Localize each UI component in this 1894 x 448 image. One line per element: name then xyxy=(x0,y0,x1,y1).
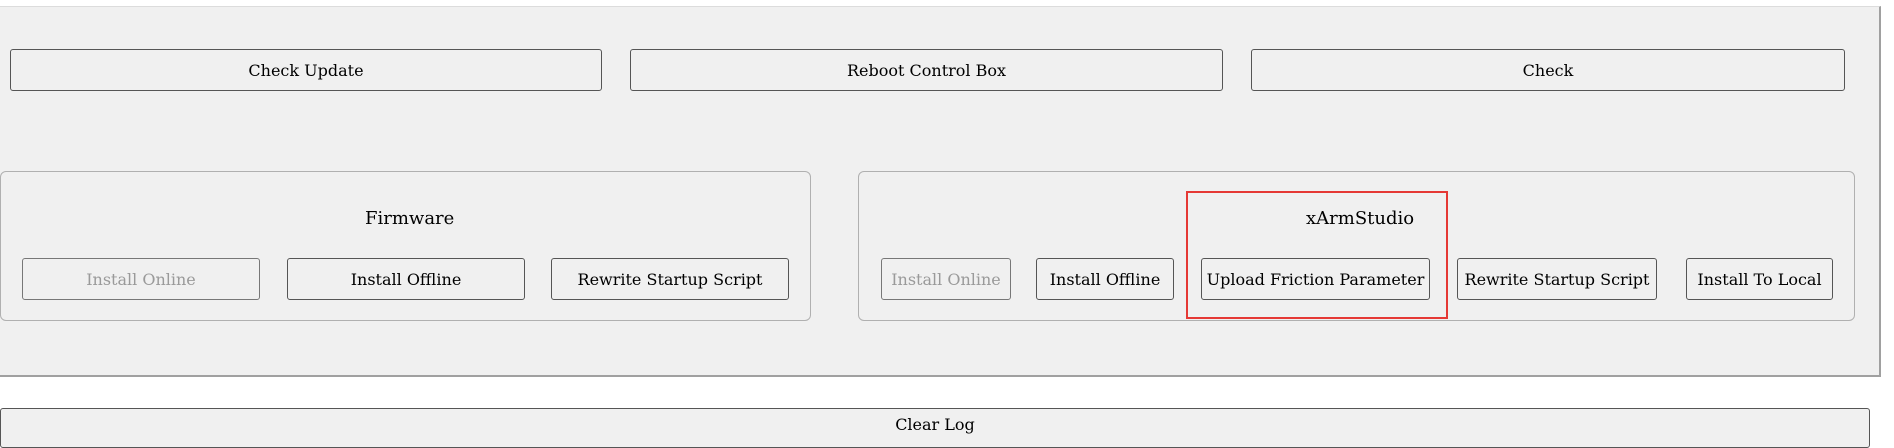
xarmstudio-group: xArmStudio Install Online Install Offlin… xyxy=(858,171,1855,321)
reboot-control-box-button[interactable]: Reboot Control Box xyxy=(630,49,1223,91)
check-update-button[interactable]: Check Update xyxy=(10,49,602,91)
firmware-title: Firmware xyxy=(365,208,455,229)
xarmstudio-install-offline-button[interactable]: Install Offline xyxy=(1036,258,1174,300)
upload-friction-parameter-button[interactable]: Upload Friction Parameter xyxy=(1201,258,1430,300)
firmware-install-offline-button[interactable]: Install Offline xyxy=(287,258,525,300)
update-panel: Check Update Reboot Control Box Check Fi… xyxy=(0,6,1881,377)
highlight-box xyxy=(1186,191,1448,319)
firmware-group: Firmware Install Online Install Offline … xyxy=(0,171,811,321)
clear-log-label: Clear Log xyxy=(895,415,975,434)
clear-log-button[interactable]: Clear Log xyxy=(0,408,1870,448)
xarmstudio-install-online-button[interactable]: Install Online xyxy=(881,258,1011,300)
check-button[interactable]: Check xyxy=(1251,49,1845,91)
firmware-rewrite-startup-script-button[interactable]: Rewrite Startup Script xyxy=(551,258,789,300)
xarmstudio-rewrite-startup-script-button[interactable]: Rewrite Startup Script xyxy=(1457,258,1657,300)
firmware-install-online-button[interactable]: Install Online xyxy=(22,258,260,300)
xarmstudio-title: xArmStudio xyxy=(1306,208,1415,229)
install-to-local-button[interactable]: Install To Local xyxy=(1686,258,1833,300)
